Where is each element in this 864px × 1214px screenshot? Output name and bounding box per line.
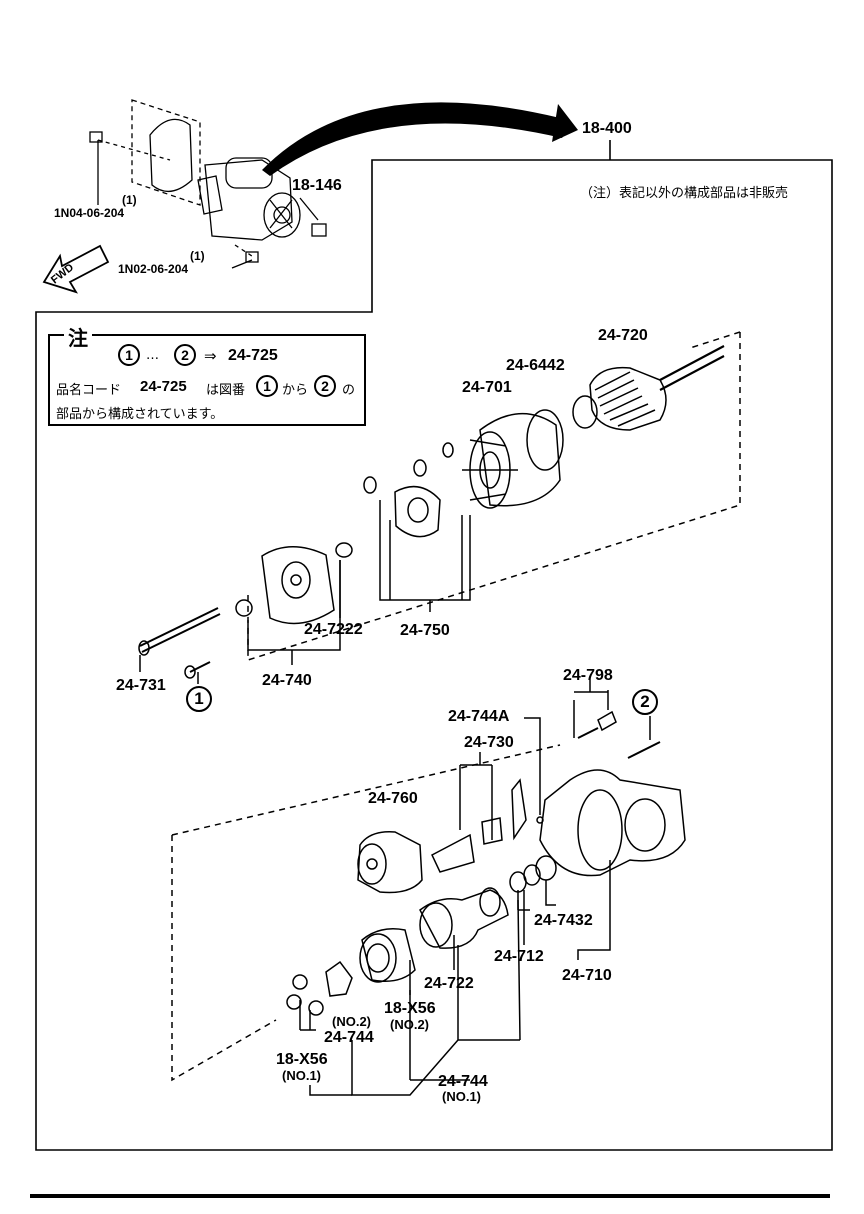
ref-18-146: 18-146 (292, 177, 342, 194)
part-24-798: 24-798 (563, 667, 613, 684)
front-housing (539, 769, 686, 877)
yoke (479, 413, 561, 507)
vehicle-starter-assembly (89, 99, 327, 269)
part-24-720: 24-720 (598, 327, 648, 344)
note-box: 注 1 … 2 ⇒ 24-725 品名コード 24-725 は図番 1 から 2… (48, 322, 366, 426)
part-24-7432: 24-7432 (534, 912, 593, 929)
note-title: 注 (64, 322, 92, 351)
bolt-a-part: 1N04-06-204 (54, 206, 125, 220)
note-line2-pre: 品名コード (56, 383, 122, 398)
fwd-arrow (42, 244, 110, 294)
note-circle-2: 2 (174, 344, 196, 366)
note-kit-ref: 24-725 (228, 347, 278, 364)
bolt-b-part: 1N02-06-204 (118, 262, 189, 276)
note-line2-kara: から (282, 383, 309, 398)
part-24-760: 24-760 (368, 790, 418, 807)
callout-circle-1: 1 (186, 686, 212, 712)
part-24-731: 24-731 (116, 677, 166, 694)
ref-18-400: 18-400 (582, 120, 632, 137)
part-18-X56-no1: 18-X56 (276, 1051, 328, 1068)
note-circle-1: 1 (118, 344, 140, 366)
bolt-b-qty: (1) (190, 249, 205, 263)
armature (589, 366, 667, 431)
part-24-722: 24-722 (424, 975, 474, 992)
part-24-744-no1-tag: (NO.1) (442, 1089, 481, 1104)
upper-motor-group (138, 331, 741, 684)
arrow-18-400 (262, 102, 570, 176)
not-for-sale-note: （注）表記以外の構成部品は非販売 (580, 186, 789, 201)
note-line2-ref: 24-725 (140, 378, 187, 395)
note-range-sep: … (146, 348, 159, 363)
part-24-740: 24-740 (262, 672, 312, 689)
part-24-744A: 24-744A (448, 708, 510, 725)
part-24-744-no1: 24-744 (438, 1073, 488, 1090)
callout-circle-2: 2 (632, 689, 658, 715)
part-24-730: 24-730 (464, 734, 514, 751)
part-24-744-no2: 24-744 (324, 1029, 374, 1046)
part-24-7222: 24-7222 (304, 621, 363, 638)
brush-plate (394, 485, 441, 538)
note-line3: 部品から構成されています。 (56, 407, 224, 422)
solenoid (357, 831, 423, 894)
part-24-744-no2-tag: (NO.2) (332, 1014, 371, 1029)
part-24-701: 24-701 (462, 379, 512, 396)
part-18-X56-no2-tag: (NO.2) (390, 1017, 429, 1032)
part-24-710: 24-710 (562, 967, 612, 984)
note-line2-mid: は図番 (206, 383, 246, 398)
note-line2-no: の (342, 383, 356, 398)
bolt-a-qty: (1) (122, 193, 137, 207)
note-arrow: ⇒ (204, 347, 217, 365)
lower-drive-group (171, 680, 686, 1096)
end-frame (261, 546, 335, 625)
part-24-750: 24-750 (400, 622, 450, 639)
main-frame (35, 159, 833, 1151)
part-18-X56-no2: 18-X56 (384, 1000, 436, 1017)
part-24-6442: 24-6442 (506, 357, 565, 374)
note-line2-circle-2: 2 (314, 375, 336, 397)
part-24-712: 24-712 (494, 948, 544, 965)
note-line2-circle-1: 1 (256, 375, 278, 397)
part-18-X56-no1-tag: (NO.1) (282, 1068, 321, 1083)
